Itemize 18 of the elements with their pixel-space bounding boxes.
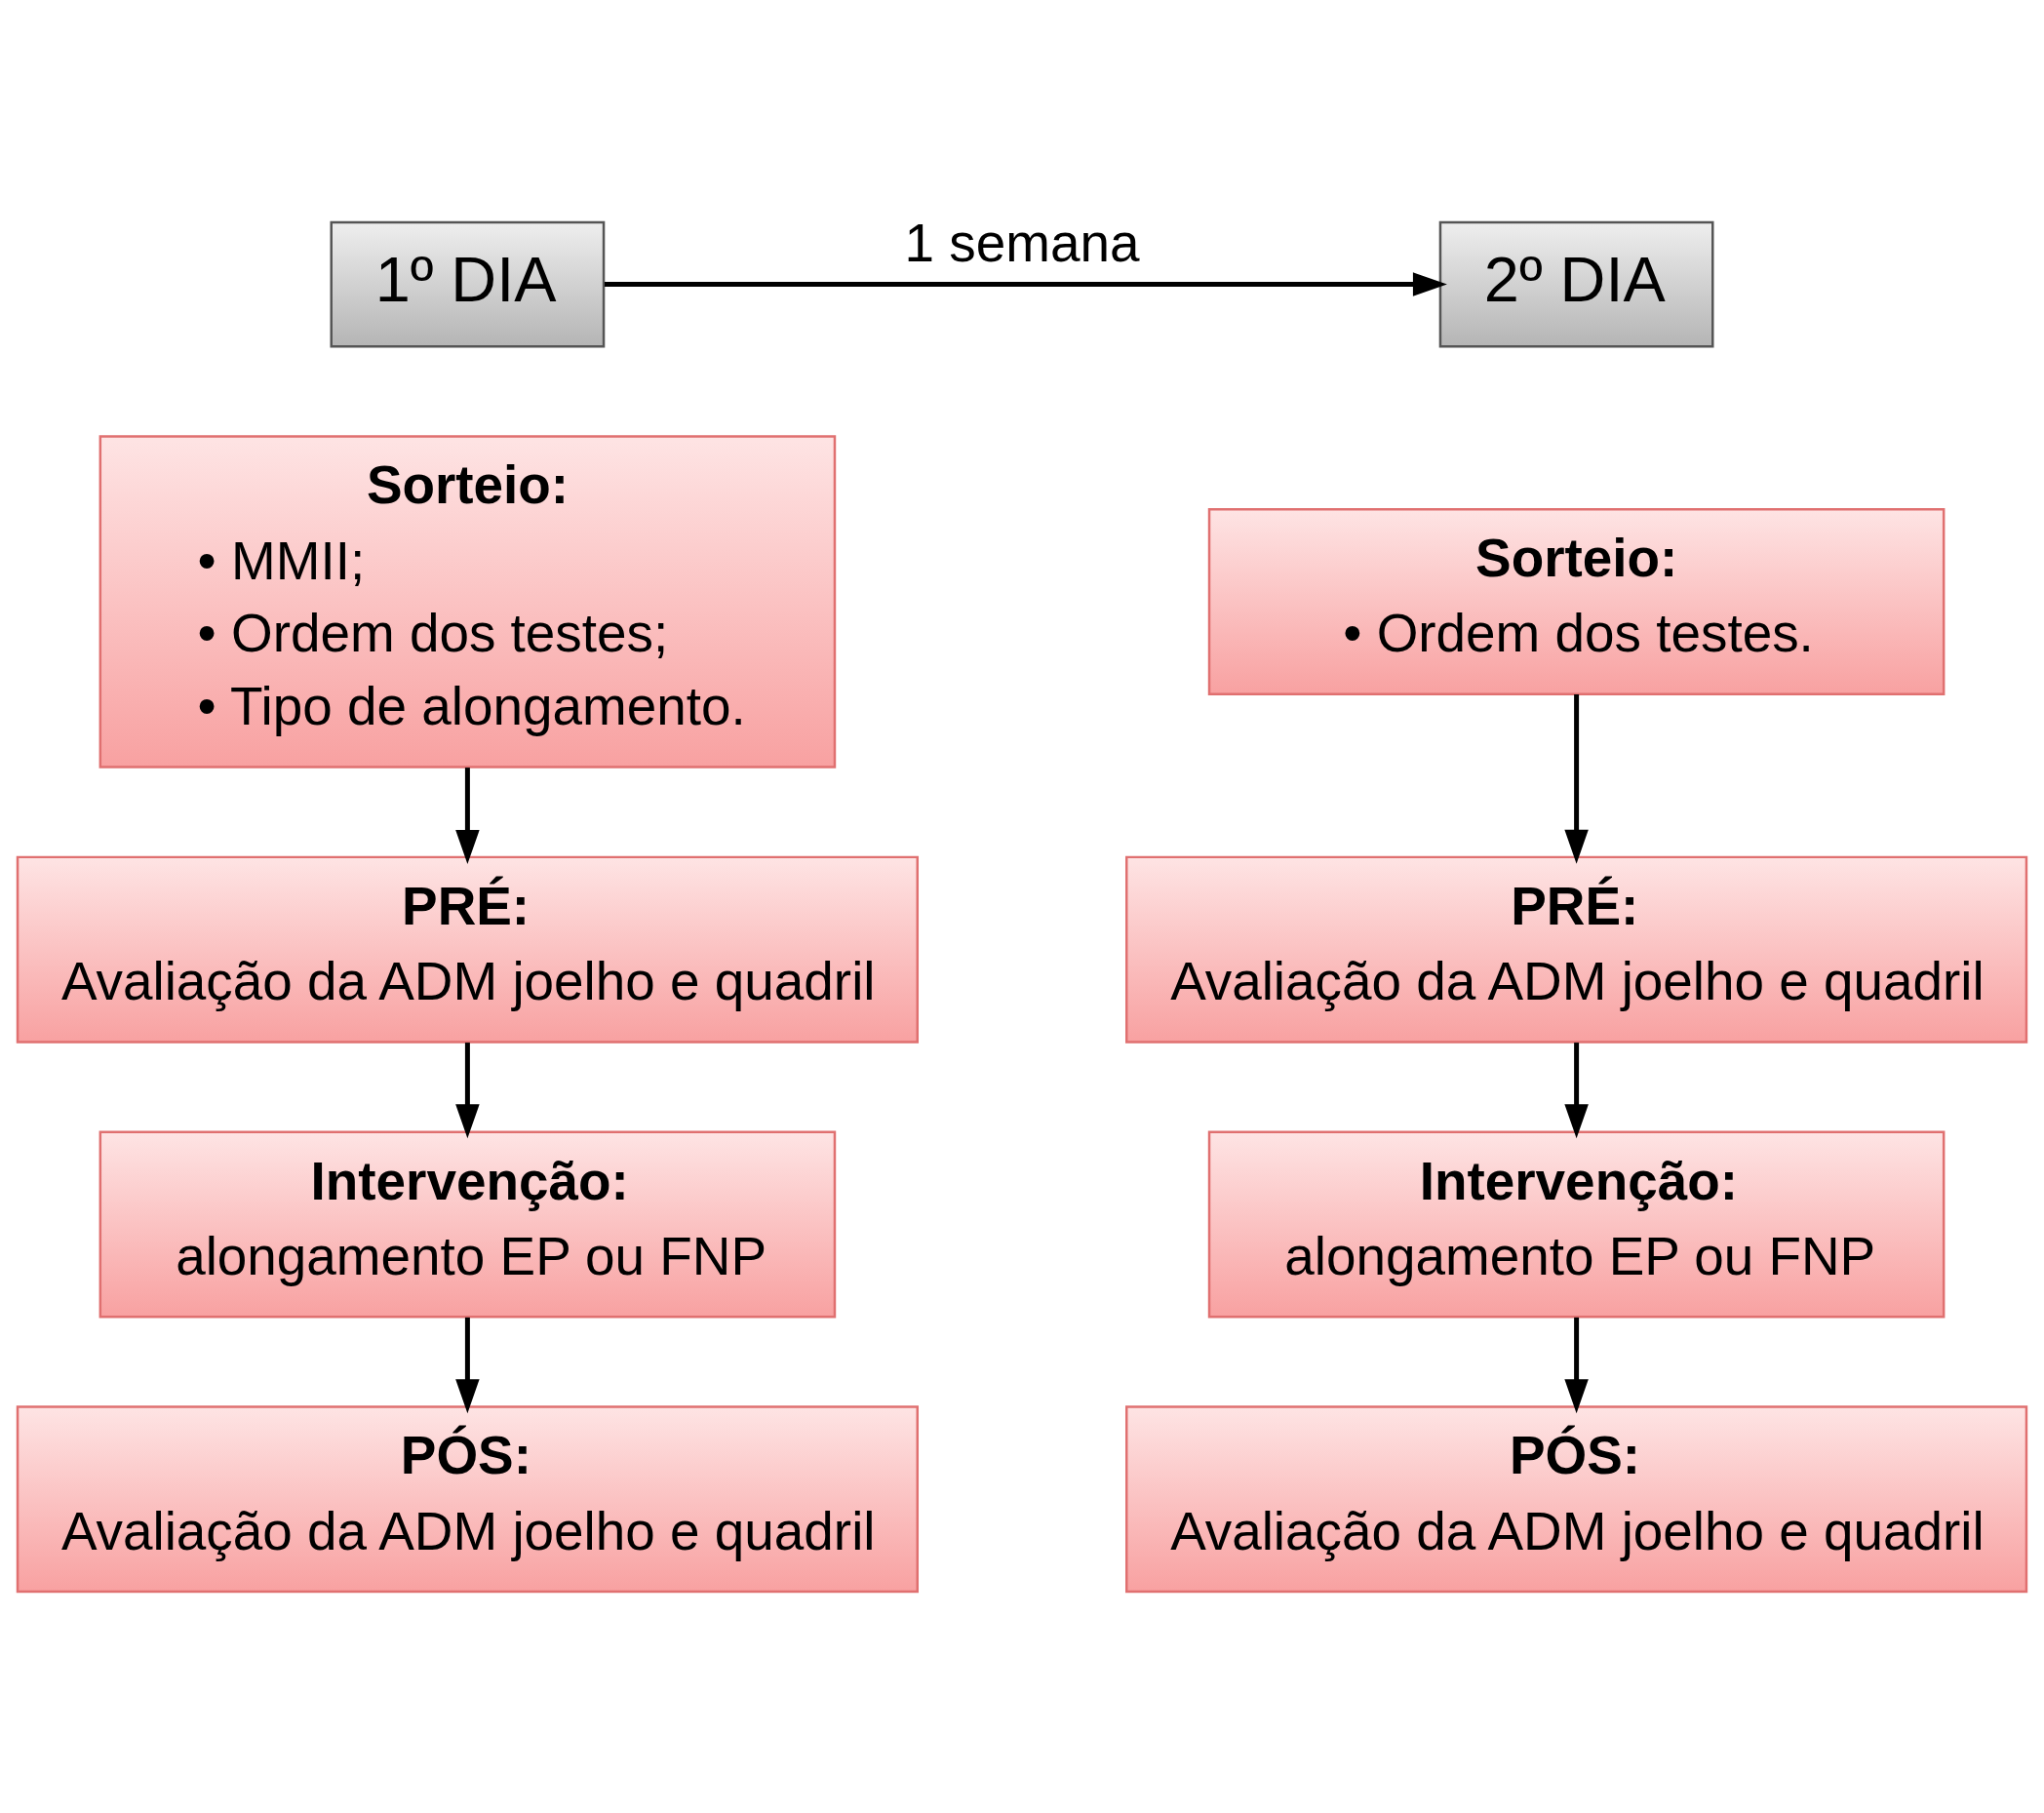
arrow	[1564, 1042, 1589, 1138]
node-box: PRÉ: Avaliação da ADM joelho e quadril	[16, 855, 919, 1044]
arrow	[455, 767, 480, 864]
node-box: PÓS: Avaliação da ADM joelho e quadril	[16, 1404, 919, 1593]
arrow	[605, 271, 1447, 296]
edge-label: 1 semana	[904, 212, 1140, 273]
node-box: Sorteio: • MMII; • Ordem dos testes; • Tipo de alongamento.	[98, 434, 837, 769]
arrow	[1564, 1317, 1589, 1413]
arrow	[455, 1042, 480, 1138]
node-box: 2º DIA	[1438, 220, 1714, 347]
node-box: 1º DIA	[330, 220, 606, 347]
arrow	[455, 1317, 480, 1413]
node-box: Intervenção: alongamento EP ou FNP	[1207, 1129, 1946, 1318]
arrow	[1564, 693, 1589, 864]
node-box: PRÉ: Avaliação da ADM joelho e quadril	[1125, 855, 2028, 1044]
node-box: PÓS: Avaliação da ADM joelho e quadril	[1125, 1404, 2028, 1593]
node-box: Intervenção: alongamento EP ou FNP	[98, 1129, 837, 1318]
node-box: Sorteio: • Ordem dos testes.	[1207, 507, 1946, 695]
